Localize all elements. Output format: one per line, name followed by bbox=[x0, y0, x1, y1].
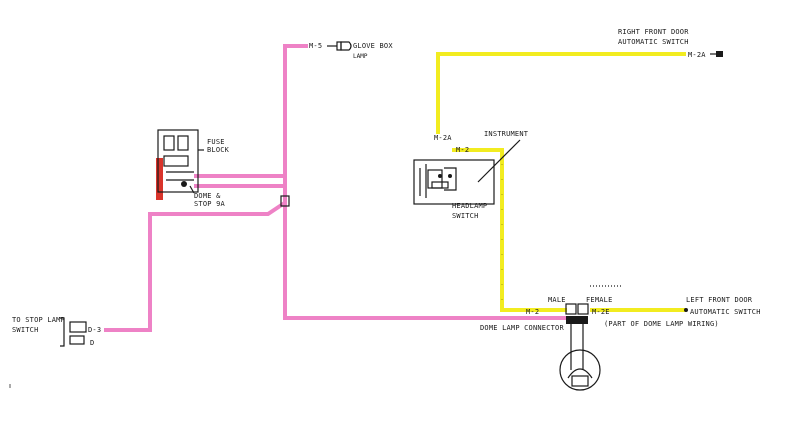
glove-box-lamp-sublabel: LAMP bbox=[353, 53, 368, 60]
left-door-label-2: AUTOMATIC SWITCH bbox=[690, 308, 761, 316]
connector-left-circuit-label: M-2 bbox=[526, 308, 539, 316]
headlamp-terminal-1 bbox=[438, 174, 442, 178]
switch-circuit-b-label: M-2 bbox=[456, 146, 469, 154]
fuse-dome-label-2: STOP 9A bbox=[194, 200, 225, 208]
dome-lamp-base bbox=[571, 375, 589, 387]
fuse-slot-2 bbox=[177, 135, 189, 151]
headlamp-terminal-2 bbox=[448, 174, 452, 178]
fuse-slot-3 bbox=[163, 155, 189, 167]
fuse-block-housing bbox=[157, 129, 199, 193]
dome-lamp-filament bbox=[567, 368, 593, 379]
dome-connector-label: DOME LAMP CONNECTOR bbox=[480, 324, 564, 332]
right-door-label-1: RIGHT FRONT DOOR bbox=[618, 28, 689, 36]
male-label: MALE bbox=[548, 296, 566, 304]
stop-lamp-switch: TO STOP LAMP SWITCH D-3 D bbox=[12, 316, 101, 347]
stop-switch-terminal-top bbox=[69, 321, 87, 333]
stop-switch-label-2: SWITCH bbox=[12, 326, 39, 334]
yellow-wires bbox=[436, 52, 686, 312]
connector-right-circuit-label: M-2E bbox=[592, 308, 610, 316]
dome-lamp-connector: MALE FEMALE M-2 M-2E DOME LAMP CONNECTOR bbox=[480, 285, 622, 391]
switch-circuit-a-label: M-2A bbox=[434, 134, 452, 142]
right-door-circuit-label: M-2A bbox=[688, 51, 706, 59]
stop-circuit-label-2: D bbox=[90, 339, 94, 347]
fuse-block-label-1: FUSE bbox=[207, 138, 225, 146]
headlamp-label-1: HEADLAMP bbox=[452, 202, 487, 210]
right-front-door-switch: RIGHT FRONT DOOR AUTOMATIC SWITCH M-2A bbox=[618, 28, 723, 59]
right-door-switch-icon bbox=[716, 51, 723, 57]
left-door-switch-icon bbox=[684, 308, 688, 312]
stop-switch-label-1: TO STOP LAMP bbox=[12, 316, 65, 324]
stop-circuit-label-1: D-3 bbox=[88, 326, 101, 334]
pink-wire-glove-box-riser bbox=[283, 44, 308, 188]
stop-switch-bracket bbox=[60, 317, 65, 347]
stop-switch-terminal-bottom bbox=[69, 335, 85, 345]
left-door-label-1: LEFT FRONT DOOR bbox=[686, 296, 753, 304]
pink-wire-fuse-to-junction bbox=[194, 174, 287, 188]
right-door-label-2: AUTOMATIC SWITCH bbox=[618, 38, 689, 46]
glove-box-lamp: M-5 GLOVE BOX LAMP bbox=[309, 41, 393, 60]
fuse-dome-leader bbox=[189, 185, 195, 194]
fuse-slot-1 bbox=[163, 135, 175, 151]
female-label: FEMALE bbox=[586, 296, 613, 304]
headlamp-switch-block bbox=[427, 169, 443, 189]
left-door-label-3: (PART OF DOME LAMP WIRING) bbox=[604, 320, 719, 328]
yellow-wire-switch-to-connector bbox=[452, 148, 567, 312]
fuse-block: FUSE BLOCK DOME & STOP 9A bbox=[156, 129, 230, 208]
left-front-door-switch: LEFT FRONT DOOR AUTOMATIC SWITCH (PART O… bbox=[604, 296, 761, 328]
instrument-label: INSTRUMENT bbox=[484, 130, 529, 138]
yellow-wire-right-door bbox=[436, 52, 686, 134]
glove-box-bulb-icon bbox=[340, 41, 352, 51]
headlamp-switch: M-2A M-2 INSTRUMENT HEADLAMP SWITCH bbox=[413, 130, 529, 220]
headlamp-switch-contacts-left bbox=[419, 164, 427, 198]
glove-box-lamp-label: GLOVE BOX bbox=[353, 42, 393, 50]
fuse-dome-stop-terminal bbox=[181, 181, 187, 187]
connector-female-half bbox=[577, 303, 589, 315]
riser-connector-body bbox=[280, 195, 290, 207]
fuse-block-label-2: BLOCK bbox=[207, 146, 230, 154]
connector-body bbox=[566, 316, 588, 324]
dome-lamp-icon bbox=[559, 349, 601, 391]
fuse-dome-label-1: DOME & bbox=[194, 192, 221, 200]
riser-connector bbox=[280, 195, 290, 207]
fuse-terminals bbox=[166, 171, 194, 181]
pink-wires bbox=[104, 44, 568, 332]
headlamp-label-2: SWITCH bbox=[452, 212, 479, 220]
fuse-marker bbox=[156, 158, 163, 200]
glove-box-circuit-label: M-5 bbox=[309, 42, 322, 50]
headlamp-switch-body bbox=[413, 159, 495, 205]
instrument-leader bbox=[477, 139, 521, 183]
pink-wire-to-stop-switch bbox=[104, 201, 286, 332]
headlamp-terminal-strip bbox=[431, 181, 449, 189]
dome-lamp-leads bbox=[570, 324, 584, 370]
headlamp-switch-bracket bbox=[444, 167, 457, 191]
connector-male-half bbox=[565, 303, 577, 315]
